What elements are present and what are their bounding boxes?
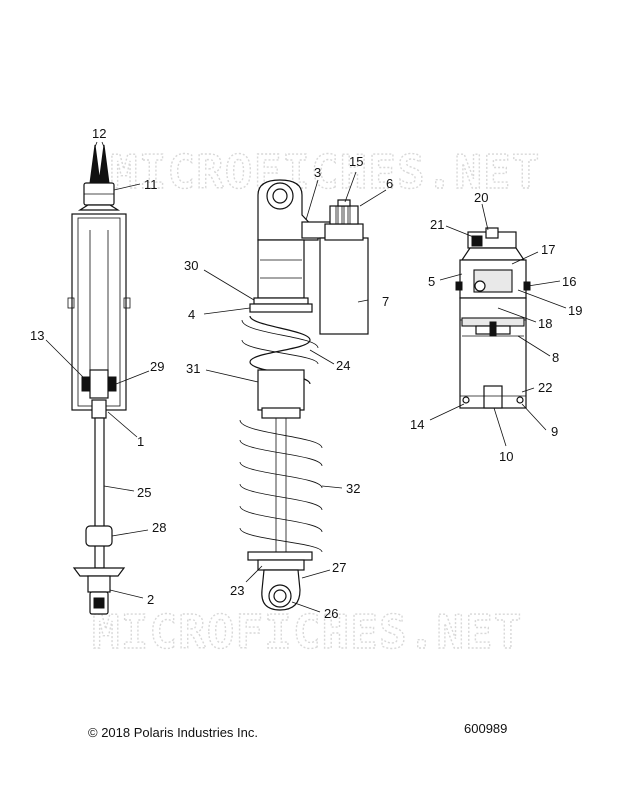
callout-17: 17 (541, 242, 555, 257)
watermark-bottom: MICROFICHES.NET (92, 605, 522, 659)
callout-labels: 12 11 13 29 1 25 28 2 3 15 6 30 4 7 24 3… (30, 126, 582, 621)
callout-23: 23 (230, 583, 244, 598)
callout-19: 19 (568, 303, 582, 318)
callout-13: 13 (30, 328, 44, 343)
callout-29: 29 (150, 359, 164, 374)
callout-14: 14 (410, 417, 424, 432)
callout-25: 25 (137, 485, 151, 500)
callout-24: 24 (336, 358, 350, 373)
callout-30: 30 (184, 258, 198, 273)
right-reservoir-section (455, 227, 531, 409)
callout-27: 27 (332, 560, 346, 575)
callout-2: 2 (147, 592, 154, 607)
callout-3: 3 (314, 165, 321, 180)
callout-32: 32 (346, 481, 360, 496)
callout-7: 7 (382, 294, 389, 309)
callout-16: 16 (562, 274, 576, 289)
callout-6: 6 (386, 176, 393, 191)
callout-22: 22 (538, 380, 552, 395)
callout-21: 21 (430, 217, 444, 232)
callout-9: 9 (551, 424, 558, 439)
callout-26: 26 (324, 606, 338, 621)
watermark-top: MICROFICHES.NET (110, 145, 540, 199)
callout-5: 5 (428, 274, 435, 289)
callout-12: 12 (92, 126, 106, 141)
callout-20: 20 (474, 190, 488, 205)
left-shock-section (67, 144, 131, 615)
callout-15: 15 (349, 154, 363, 169)
callout-18: 18 (538, 316, 552, 331)
callout-31: 31 (186, 361, 200, 376)
center-shock-assembly (239, 179, 369, 611)
callout-28: 28 (152, 520, 166, 535)
copyright-text: © 2018 Polaris Industries Inc. (88, 725, 258, 740)
callout-1: 1 (137, 434, 144, 449)
leader-lines (45, 141, 567, 613)
figure-number: 600989 (464, 721, 507, 736)
callout-8: 8 (552, 350, 559, 365)
callout-4: 4 (188, 307, 195, 322)
callout-11: 11 (144, 177, 158, 192)
callout-10: 10 (499, 449, 513, 464)
